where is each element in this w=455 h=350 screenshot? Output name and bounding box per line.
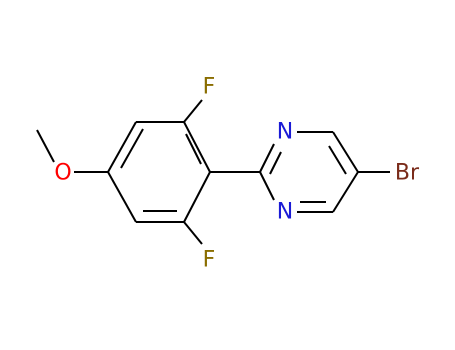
- atom-nitrogen-top: N: [277, 120, 293, 145]
- bond-pyrimidine-1-inner: [269, 151, 282, 175]
- atom-fluorine-top: F: [203, 75, 216, 100]
- bond-benzene-1: [107, 121, 137, 173]
- bond-pyrimidine-3-inner: [328, 145, 347, 175]
- bond-pyrimidine-1: [259, 143, 275, 173]
- bond-benzene-3: [183, 121, 211, 173]
- atom-bromine: Br: [395, 161, 420, 186]
- bond-benzene-3-inner: [185, 133, 202, 165]
- bond-c-f-top: [183, 99, 203, 123]
- atom-labels: F F O N N Br: [54, 75, 420, 273]
- atom-nitrogen-bottom: N: [277, 200, 293, 225]
- bond-c-f-bottom: [183, 221, 203, 245]
- bond-methyl-o: [36, 129, 55, 163]
- bonds: [36, 99, 390, 245]
- bond-pyrimidine-6: [259, 171, 275, 201]
- bond-benzene-4: [183, 171, 211, 223]
- bond-pyrimidine-3: [332, 131, 359, 173]
- bond-benzene-6: [107, 171, 137, 223]
- atom-oxygen-methoxy: O: [54, 161, 71, 186]
- atom-fluorine-bottom: F: [203, 248, 216, 273]
- bond-pyrimidine-4: [332, 171, 359, 213]
- bond-benzene-1-inner: [120, 128, 144, 169]
